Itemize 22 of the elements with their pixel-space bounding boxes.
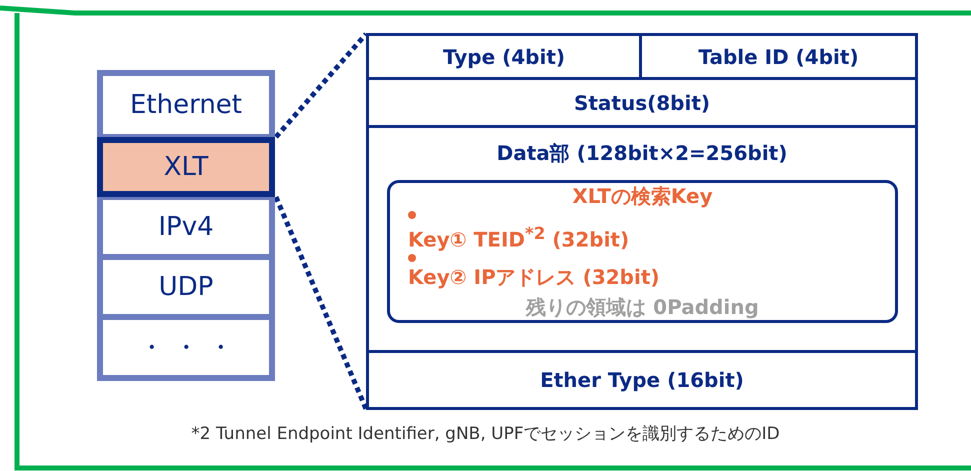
protocol-label: IPv4 bbox=[158, 212, 214, 242]
field-label: Type (4bit) bbox=[442, 44, 566, 68]
bullet-text: Key② IPアドレス (32bit) bbox=[408, 264, 660, 292]
protocol-label: XLT bbox=[164, 152, 208, 182]
protocol-cell bbox=[97, 317, 275, 381]
bullet-text: Key① TEID$^{*2}$ (32bit) bbox=[408, 222, 630, 254]
key-box bbox=[387, 180, 898, 323]
protocol-label: Ethernet bbox=[130, 90, 242, 120]
field-label: Status(8bit) bbox=[574, 90, 710, 114]
field-label: Table ID (4bit) bbox=[698, 44, 859, 68]
zoom-line bbox=[274, 32, 368, 139]
protocol-label: ・ ・ ・ bbox=[138, 332, 234, 365]
protocol-cell bbox=[97, 197, 275, 257]
note-text: 残りの領域は 0Padding bbox=[526, 294, 759, 322]
field-label: Data部 (128bit×2=256bit) bbox=[496, 140, 788, 167]
field-label: Ether Type (16bit) bbox=[540, 368, 744, 392]
protocol-cell bbox=[97, 137, 275, 197]
box-heading: XLTの検索Key bbox=[572, 182, 713, 210]
footnote: *2 Tunnel Endpoint Identifier, gNB, UPFでセッションを識別するためのID bbox=[190, 423, 781, 445]
protocol-label: UDP bbox=[158, 272, 214, 302]
protocol-cell bbox=[97, 257, 275, 317]
zoom-line bbox=[274, 196, 368, 410]
